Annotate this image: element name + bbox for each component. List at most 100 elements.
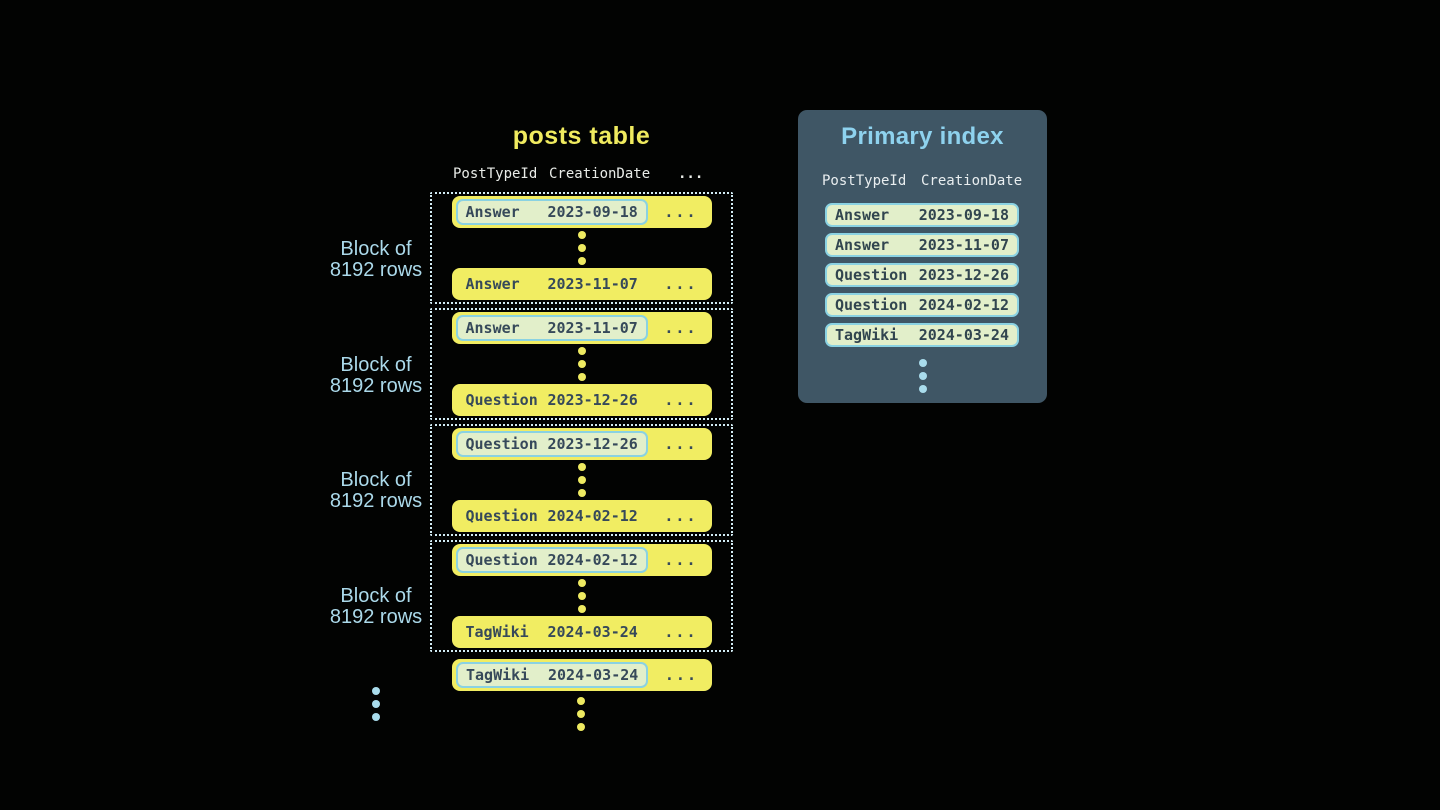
posts-table-column-headers: PostTypeId CreationDate ... (430, 166, 733, 186)
ellipsis-dot (372, 700, 380, 708)
ellipsis-dot (577, 360, 586, 368)
block-label-line2: 8192 rows (329, 259, 423, 281)
block-of-rows: Answer 2023-11-07 ... Question 2023-12-2… (430, 308, 733, 420)
row-type: Question (465, 435, 538, 453)
row-pill-plain: Question 2024-02-12 (456, 503, 648, 529)
column-header-posttypeid: PostTypeId (453, 166, 538, 182)
block-label-line1: Block of (340, 354, 412, 376)
ellipsis-dot (577, 231, 586, 239)
ellipsis-dot (577, 710, 585, 718)
ellipsis-dot (577, 592, 586, 600)
row-more-ellipsis: ... (664, 275, 698, 293)
row-type: TagWiki (466, 666, 530, 684)
posts-table-title: posts table (512, 122, 651, 150)
ellipsis-dot (372, 687, 380, 695)
block-label: Block of 8192 rows (311, 586, 441, 628)
block-label-line2: 8192 rows (329, 606, 423, 628)
row-type: Answer (465, 319, 520, 337)
table-row: Answer 2023-09-18 ... (451, 196, 712, 228)
index-entry-type: TagWiki (835, 326, 899, 344)
row-pill-plain: Question 2023-12-26 (456, 387, 648, 413)
table-row: TagWiki 2024-03-24 ... (451, 616, 712, 648)
row-date: 2023-09-18 (547, 203, 638, 221)
row-more-ellipsis: ... (664, 507, 698, 525)
index-entry-type: Question (835, 296, 908, 314)
row-type: TagWiki (465, 623, 529, 641)
index-entry-type: Answer (835, 236, 890, 254)
row-date: 2024-03-24 (547, 623, 638, 641)
row-type: Question (465, 507, 538, 525)
vertical-ellipsis-yellow (577, 463, 586, 497)
ellipsis-dot (918, 372, 927, 380)
ellipsis-dot (577, 605, 586, 613)
row-date: 2024-02-12 (547, 551, 638, 569)
column-header-creationdate: CreationDate (921, 173, 1023, 189)
indexed-row-pill: Answer 2023-09-18 (455, 199, 648, 225)
row-type: Answer (465, 203, 520, 221)
row-type: Question (465, 551, 538, 569)
row-more-ellipsis: ... (664, 435, 698, 453)
ellipsis-dot (577, 697, 585, 705)
block-of-rows: Question 2024-02-12 ... TagWiki 2024-03-… (430, 540, 733, 652)
row-more-ellipsis: ... (664, 666, 698, 684)
index-entry-type: Question (835, 266, 908, 284)
ellipsis-dot (577, 476, 586, 484)
index-entry: TagWiki 2024-03-24 (825, 323, 1019, 347)
ellipsis-dot (918, 385, 927, 393)
block-label: Block of 8192 rows (311, 470, 441, 512)
index-entry: Question 2024-02-12 (825, 293, 1019, 317)
primary-index-panel: Primary index PostTypeId CreationDate An… (798, 110, 1047, 403)
row-type: Question (465, 391, 538, 409)
block-label-line2: 8192 rows (329, 490, 423, 512)
row-date: 2023-11-07 (547, 319, 638, 337)
block-label-line1: Block of (340, 585, 412, 607)
column-header-more-ellipsis: ... (678, 166, 704, 182)
index-entry: Question 2023-12-26 (825, 263, 1019, 287)
column-header-creationdate: CreationDate (549, 166, 651, 182)
row-more-ellipsis: ... (664, 623, 698, 641)
block-label: Block of 8192 rows (311, 239, 441, 281)
indexed-row-pill: TagWiki 2024-03-24 (456, 662, 649, 688)
row-date: 2023-12-26 (547, 391, 638, 409)
block-label-line2: 8192 rows (329, 375, 423, 397)
vertical-ellipsis-yellow (577, 231, 586, 265)
table-row: Question 2023-12-26 ... (451, 384, 712, 416)
ellipsis-dot (577, 489, 586, 497)
row-more-ellipsis: ... (664, 391, 698, 409)
index-entry-date: 2024-02-12 (918, 296, 1009, 314)
index-entry-date: 2023-11-07 (918, 236, 1009, 254)
index-entry-date: 2023-09-18 (918, 206, 1009, 224)
row-type: Answer (465, 275, 520, 293)
vertical-ellipsis-yellow (577, 347, 586, 381)
table-row: Question 2023-12-26 ... (451, 428, 712, 460)
ellipsis-dot (577, 373, 586, 381)
ellipsis-dot (577, 244, 586, 252)
index-entry-date: 2024-03-24 (918, 326, 1009, 344)
vertical-ellipsis-blue (372, 687, 380, 721)
row-date: 2023-11-07 (547, 275, 638, 293)
row-date: 2023-12-26 (547, 435, 638, 453)
table-row: Question 2024-02-12 ... (451, 544, 712, 576)
block-label-line1: Block of (340, 238, 412, 260)
table-row: Answer 2023-11-07 ... (451, 312, 712, 344)
row-date: 2024-02-12 (547, 507, 638, 525)
block-of-rows: Question 2023-12-26 ... Question 2024-02… (430, 424, 733, 536)
ellipsis-dot (372, 713, 380, 721)
posts-table-blocks: Answer 2023-09-18 ... Answer 2023-11-07 … (430, 192, 733, 656)
block-of-rows: Answer 2023-09-18 ... Answer 2023-11-07 … (430, 192, 733, 304)
primary-index-title: Primary index (841, 123, 1004, 150)
block-label: Block of 8192 rows (311, 355, 441, 397)
indexed-row-pill: Answer 2023-11-07 (455, 315, 648, 341)
index-entry-type: Answer (835, 206, 890, 224)
vertical-ellipsis-blue (798, 356, 1047, 396)
ellipsis-dot (577, 579, 586, 587)
row-pill-plain: Answer 2023-11-07 (456, 271, 648, 297)
vertical-ellipsis-yellow (577, 579, 586, 613)
index-entry-date: 2023-12-26 (918, 266, 1009, 284)
row-more-ellipsis: ... (664, 203, 698, 221)
ellipsis-dot (918, 359, 927, 367)
ellipsis-dot (577, 723, 585, 731)
ellipsis-dot (577, 347, 586, 355)
block-label-line1: Block of (340, 469, 412, 491)
